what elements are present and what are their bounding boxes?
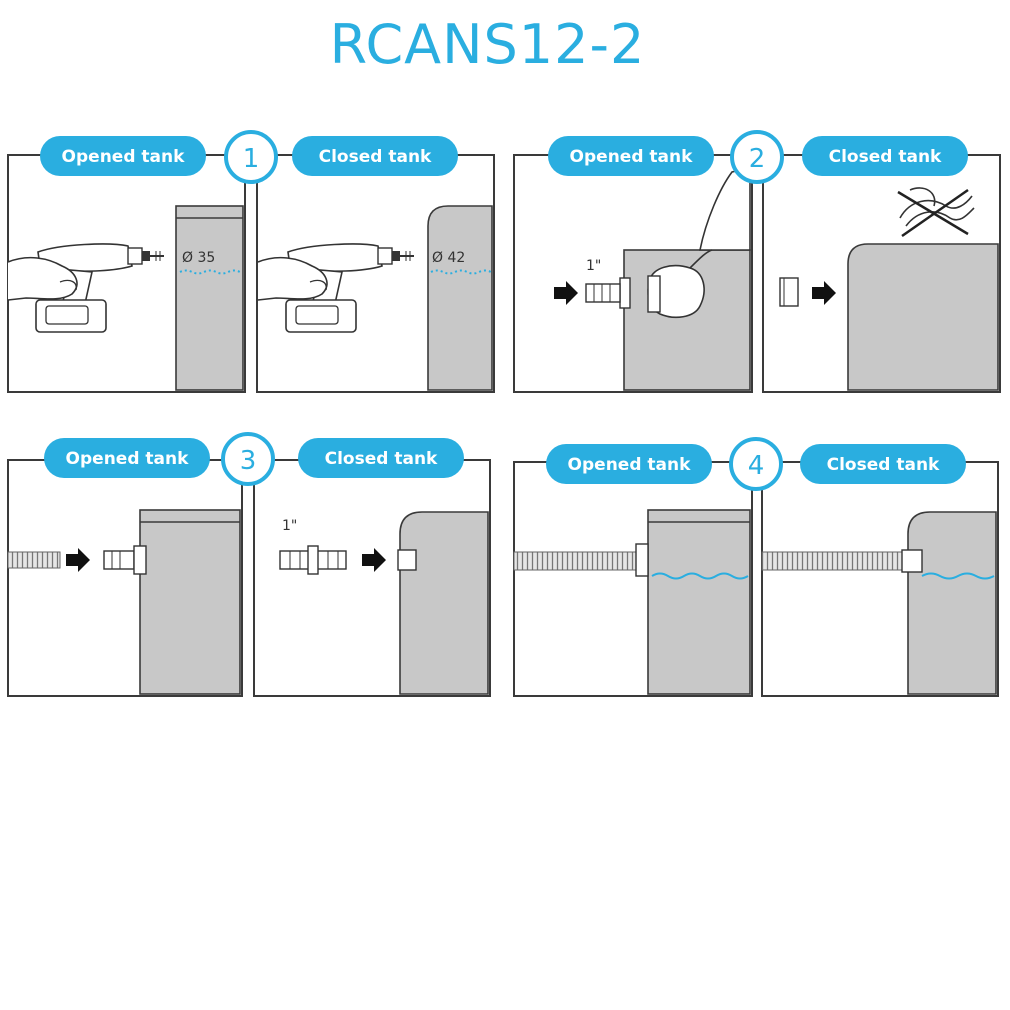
opened-tank-pill [44, 438, 210, 478]
drill-icon [7, 243, 165, 333]
water-line [921, 572, 995, 580]
crossed-out-tools-icon [897, 187, 975, 238]
hose-icon [761, 551, 903, 571]
step-badge [729, 437, 783, 491]
arrow-icon [66, 548, 90, 572]
fitting-icon [585, 283, 621, 303]
water-line [430, 269, 492, 275]
hole-diameter-closed: Ø 42 [432, 250, 465, 266]
opened-tank [175, 205, 244, 391]
closed-tank-pill [800, 444, 966, 484]
closed-tank-label: Closed tank [827, 455, 940, 475]
step-number: 2 [749, 144, 766, 174]
step-number: 4 [748, 451, 765, 481]
closed-tank [847, 243, 999, 391]
closed-tank-label: Closed tank [829, 147, 942, 167]
fitting-size: 1" [282, 518, 297, 534]
opened-tank-pill [40, 136, 206, 176]
drill-icon [257, 243, 415, 333]
closed-tank [907, 511, 997, 695]
closed-tank [427, 205, 493, 391]
opened-tank-label: Opened tank [66, 449, 190, 469]
closed-tank [399, 511, 489, 695]
step-1: Ø 35 Ø 42 Opened tank Closed tank 1 [7, 130, 495, 393]
closed-tank-pill [292, 136, 458, 176]
opened-tank-pill [546, 444, 712, 484]
step-number: 3 [240, 446, 257, 476]
opened-tank-label: Opened tank [62, 147, 186, 167]
step-3: 1" Opened tank Closed tank 3 [7, 432, 491, 697]
hole-diameter-opened: Ø 35 [182, 250, 215, 266]
opened-tank-pill [548, 136, 714, 176]
step-badge [224, 130, 278, 184]
fitting-icon [901, 549, 923, 573]
step-badge [221, 432, 275, 486]
hose-icon [513, 551, 637, 571]
closed-tank-pill [802, 136, 968, 176]
grommet-icon [779, 277, 799, 307]
opened-tank-label: Opened tank [570, 147, 694, 167]
closed-tank-label: Closed tank [325, 449, 438, 469]
arrow-icon [554, 281, 578, 305]
arrow-icon [812, 281, 836, 305]
arrow-icon [362, 548, 386, 572]
fitting-icon [635, 543, 649, 577]
step-2: 1" Opened tank Closed tank 2 [513, 130, 1001, 393]
locknut-icon [647, 275, 661, 313]
step-number: 1 [243, 144, 260, 174]
closed-tank-label: Closed tank [319, 147, 432, 167]
water-line [179, 269, 241, 275]
hose-icon [7, 551, 61, 569]
diagram-title: RCANS12-2 [329, 13, 646, 76]
opened-tank-label: Opened tank [568, 455, 692, 475]
closed-tank-pill [298, 438, 464, 478]
fitting-icon [103, 550, 135, 570]
hand-icon [699, 167, 751, 251]
water-line [651, 572, 749, 580]
opened-tank [647, 509, 751, 695]
step-4: Opened tank Closed tank 4 [513, 437, 999, 697]
fitting-size: 1" [586, 258, 601, 274]
step-badge [730, 130, 784, 184]
opened-tank [139, 509, 241, 695]
